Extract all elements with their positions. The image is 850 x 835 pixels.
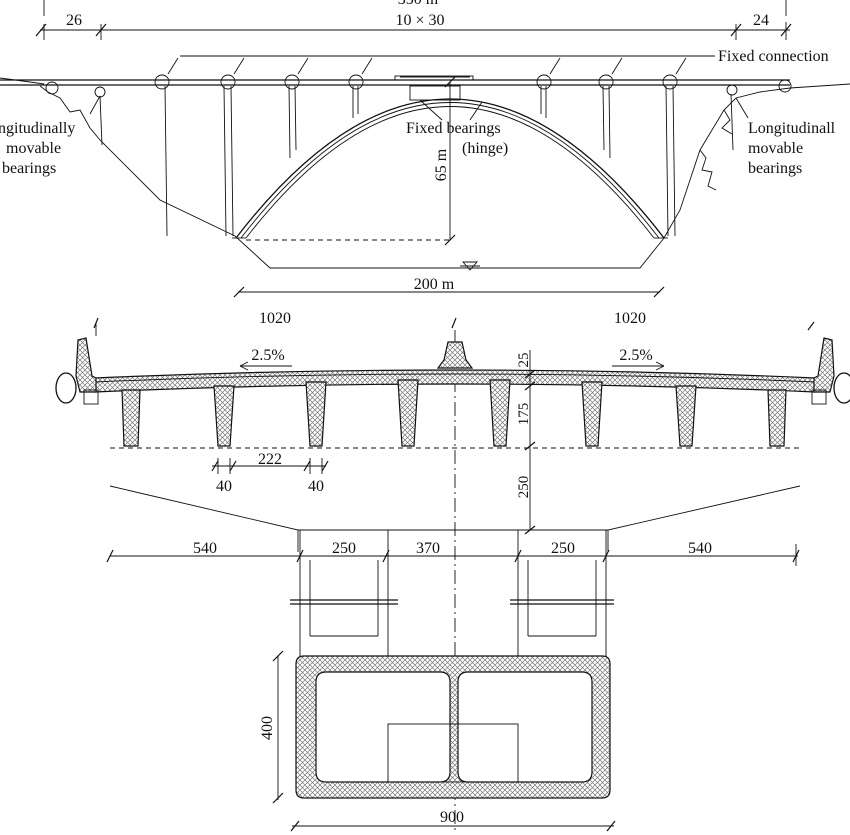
- pier-columns: [290, 530, 614, 658]
- end-span-left-label: 26: [66, 12, 82, 29]
- left-cantilever-label: 540: [193, 540, 217, 557]
- main-spans-label: 10 × 30: [395, 12, 444, 29]
- svg-text:ngitudinally: ngitudinally: [0, 120, 75, 137]
- column-height-label: 250: [516, 476, 532, 499]
- right-column-label: 250: [551, 540, 575, 557]
- svg-text:bearings: bearings: [748, 160, 802, 177]
- end-span-right-label: 24: [753, 12, 769, 29]
- slope-right-label: 2.5%: [619, 347, 652, 364]
- half-width-left-label: 1020: [259, 310, 291, 327]
- gap-label: 370: [416, 540, 440, 557]
- median-barrier: [436, 341, 474, 369]
- svg-text:Longitudinall: Longitudinall: [748, 120, 836, 137]
- svg-text:movable: movable: [748, 140, 803, 157]
- slope-left-label: 2.5%: [251, 347, 284, 364]
- svg-text:Fixed bearings: Fixed bearings: [406, 120, 501, 137]
- left-bearing-label: ngitudinally movable bearings: [0, 95, 101, 177]
- deck-ribs: [121, 379, 787, 447]
- slab-thickness-label: 25: [516, 353, 532, 368]
- svg-text:(hinge): (hinge): [462, 140, 508, 157]
- svg-text:bearings: bearings: [2, 160, 56, 177]
- bridge-elevation: 350 m 26 10 × 30 24 Fixed connection: [0, 0, 850, 298]
- rib-spacing-label: 222: [258, 451, 282, 468]
- center-bearing-label: Fixed bearings (hinge): [406, 99, 508, 157]
- right-cantilever-label: 540: [688, 540, 712, 557]
- spandrel-columns: [99, 85, 734, 237]
- right-bearing-label: Longitudinall movable bearings: [735, 97, 836, 177]
- deck-cross-section: 1020 1020 2.5% 2.5%: [55, 310, 850, 830]
- box-girder: [295, 655, 611, 799]
- half-width-right-label: 1020: [614, 310, 646, 327]
- left-barrier: [75, 337, 97, 393]
- svg-text:movable: movable: [6, 140, 61, 157]
- total-span-label: 350 m: [398, 0, 439, 8]
- rib-width-right-label: 40: [308, 478, 324, 495]
- box-height-label: 400: [259, 716, 276, 740]
- fixed-connection-label: Fixed connection: [718, 48, 829, 65]
- rib-width-left-label: 40: [216, 478, 232, 495]
- arch-span-label: 200 m: [414, 276, 455, 293]
- rise-label: 65 m: [433, 148, 450, 181]
- right-barrier: [813, 337, 835, 393]
- box-width-label: 900: [440, 809, 464, 826]
- deck-joints: [45, 57, 792, 98]
- pier-section: 540 250 370 250 540: [106, 485, 801, 832]
- terrain: [0, 77, 850, 269]
- left-column-label: 250: [332, 540, 356, 557]
- rib-depth-label: 175: [516, 403, 532, 426]
